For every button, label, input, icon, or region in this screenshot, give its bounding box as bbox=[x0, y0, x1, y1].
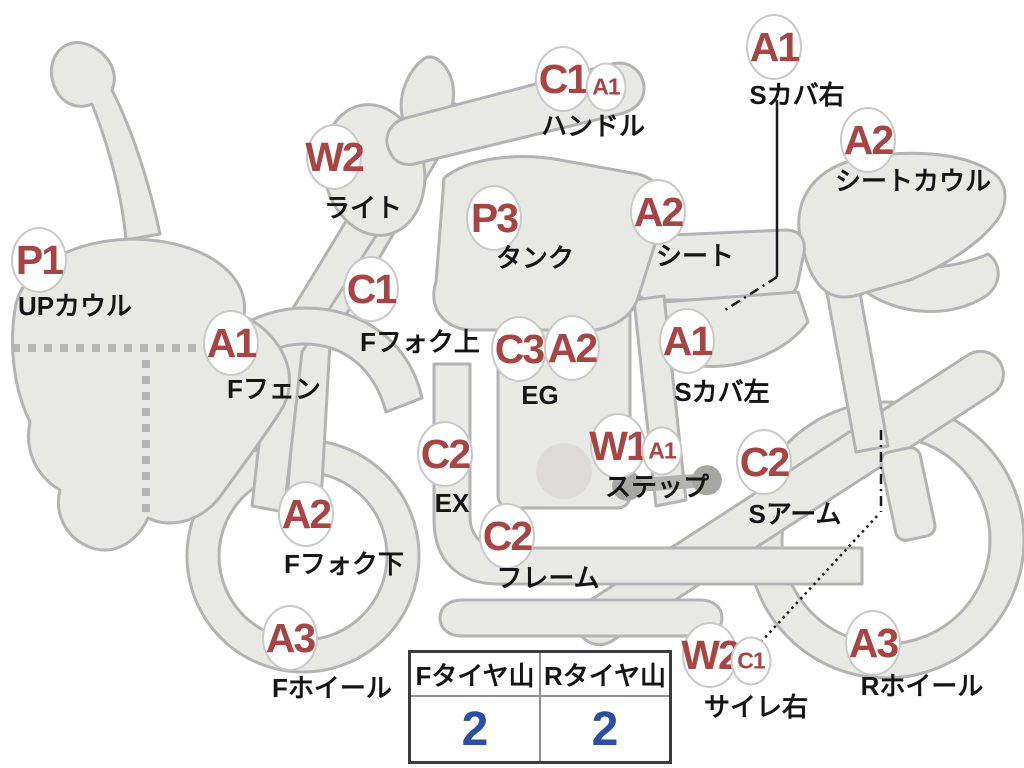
frame-tube-shape bbox=[432, 362, 864, 586]
code-bubble-sub: A1 bbox=[641, 426, 683, 476]
code-bubble-main: C3 bbox=[491, 316, 547, 382]
part-label: シートカウル bbox=[834, 166, 992, 196]
part-label: Fフォク下 bbox=[284, 549, 404, 579]
code-bubble-main: C1 bbox=[343, 256, 399, 322]
part-label: EX bbox=[434, 488, 470, 518]
code-bubble-sub: C1 bbox=[730, 636, 772, 686]
part-label: ステップ bbox=[604, 472, 710, 502]
part-label: Fフェン bbox=[227, 374, 321, 404]
code-bubble-main: C2 bbox=[417, 421, 473, 487]
code-bubble-main: C2 bbox=[736, 429, 792, 495]
code-bubble-main: A3 bbox=[262, 605, 318, 671]
code-bubble-main: C2 bbox=[479, 503, 535, 569]
code-bubble-main: W2 bbox=[681, 622, 741, 688]
part-label: Rホイール bbox=[860, 671, 984, 701]
part-label: Sカバ右 bbox=[749, 80, 845, 110]
part-label: タンク bbox=[495, 243, 575, 273]
mirror-stalk-shape bbox=[49, 41, 162, 242]
code-bubble-sub: A1 bbox=[585, 62, 627, 112]
code-bubble-main: A2 bbox=[840, 107, 896, 173]
code-bubble-main: A3 bbox=[845, 610, 901, 676]
lower-pipe-shape bbox=[438, 598, 724, 638]
code-bubble-main: P3 bbox=[466, 185, 522, 251]
code-bubble-main2: A2 bbox=[544, 315, 600, 381]
tire-tread-table: Fタイヤ山 Rタイヤ山 2 2 bbox=[408, 650, 672, 764]
code-bubble-main: W1 bbox=[589, 413, 649, 479]
part-label: UPカウル bbox=[17, 291, 133, 321]
code-bubble-main: P1 bbox=[11, 227, 67, 293]
code-bubble-main: A2 bbox=[630, 179, 686, 245]
part-label: Fフォク上 bbox=[360, 327, 480, 357]
part-label: ハンドル bbox=[540, 111, 646, 141]
code-bubble-main: C1 bbox=[535, 46, 591, 112]
front-tire-tread-header: Fタイヤ山 bbox=[408, 650, 541, 697]
front-tire-tread-value: 2 bbox=[408, 695, 541, 764]
rear-shock-shape bbox=[879, 446, 937, 542]
part-label: Fホイール bbox=[272, 673, 392, 703]
engine-crank-shape bbox=[536, 443, 592, 499]
code-bubble-main: A1 bbox=[203, 310, 259, 376]
code-bubble-main: A2 bbox=[278, 481, 334, 547]
part-label: サイレ右 bbox=[703, 692, 809, 722]
code-bubble-main: A1 bbox=[659, 308, 715, 374]
seat-cowl-shape bbox=[797, 151, 1007, 299]
part-label: Sアーム bbox=[748, 499, 842, 529]
rear-tire-tread-value: 2 bbox=[539, 695, 672, 764]
part-label: EG bbox=[521, 380, 559, 410]
part-label: Sカバ左 bbox=[674, 377, 770, 407]
part-label: シート bbox=[655, 241, 735, 271]
code-bubble-main: A1 bbox=[746, 14, 802, 80]
part-label: フレーム bbox=[496, 563, 600, 593]
part-label: ライト bbox=[323, 193, 403, 223]
code-bubble-main: W2 bbox=[305, 124, 365, 190]
rear-tire-tread-header: Rタイヤ山 bbox=[539, 650, 672, 697]
